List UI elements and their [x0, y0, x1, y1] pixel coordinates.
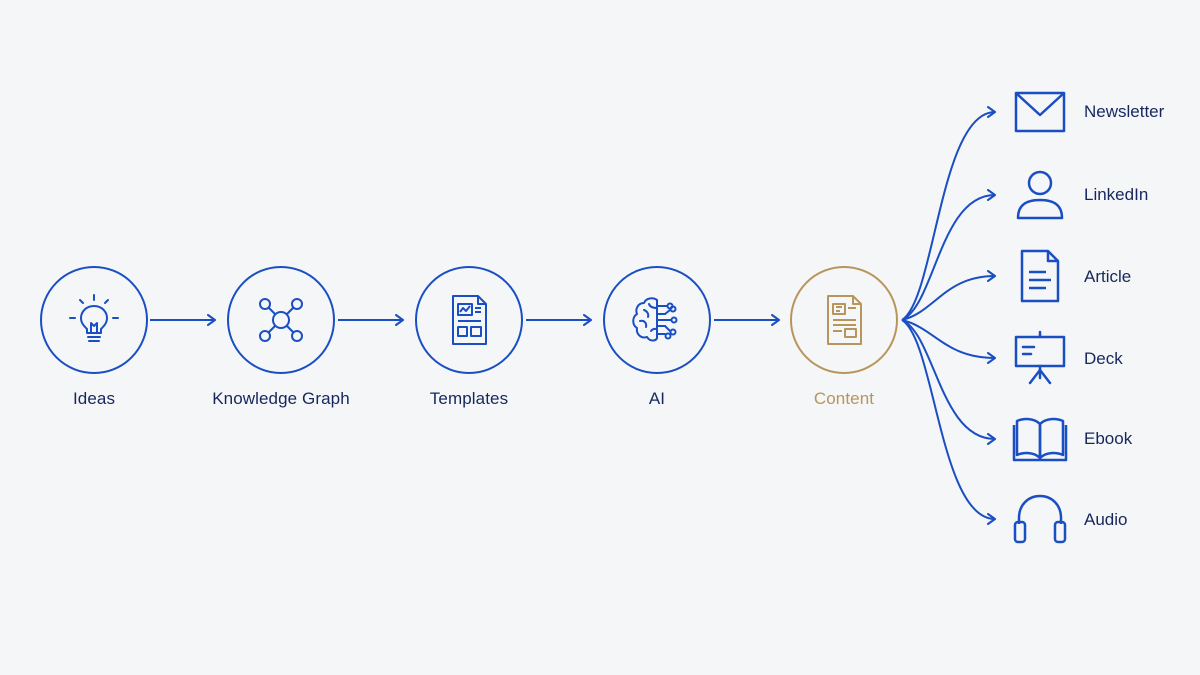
content-document-icon — [827, 295, 862, 345]
templates-label: Templates — [429, 389, 509, 408]
brain-circuit-icon — [632, 297, 678, 342]
branch-to-article — [901, 270, 996, 321]
linkedin-output — [1012, 166, 1068, 222]
content-node — [790, 266, 898, 374]
deck-output — [1012, 330, 1068, 386]
ideas-label: Ideas — [72, 389, 116, 408]
linkedin-label: LinkedIn — [1084, 185, 1149, 204]
newsletter-label: Newsletter — [1084, 102, 1165, 121]
envelope-icon — [1014, 91, 1066, 133]
knowledge-graph-label: Knowledge Graph — [212, 389, 350, 408]
article-label: Article — [1084, 267, 1132, 286]
ideas-node — [40, 266, 148, 374]
ai-label: AI — [648, 389, 666, 408]
presentation-easel-icon — [1014, 330, 1066, 385]
templates-node — [415, 266, 523, 374]
ebook-output — [1012, 411, 1068, 467]
lightbulb-icon — [69, 294, 119, 342]
ebook-label: Ebook — [1084, 429, 1133, 448]
branch-to-deck — [901, 319, 996, 364]
audio-label: Audio — [1084, 510, 1128, 529]
template-document-icon — [452, 295, 487, 345]
ai-node — [603, 266, 711, 374]
person-icon — [1016, 170, 1064, 220]
newsletter-output — [1012, 84, 1068, 140]
branch-to-linkedin — [901, 189, 996, 321]
headphones-icon — [1013, 494, 1067, 544]
audio-output — [1012, 491, 1068, 547]
branch-to-audio — [901, 319, 996, 525]
branch-to-ebook — [901, 319, 996, 445]
open-book-icon — [1012, 417, 1068, 462]
network-graph-icon — [259, 298, 303, 342]
article-document-icon — [1020, 249, 1060, 303]
branch-to-newsletter — [901, 106, 996, 321]
knowledge-graph-node — [227, 266, 335, 374]
content-label: Content — [813, 389, 875, 408]
deck-label: Deck — [1084, 349, 1123, 368]
article-output — [1012, 248, 1068, 304]
